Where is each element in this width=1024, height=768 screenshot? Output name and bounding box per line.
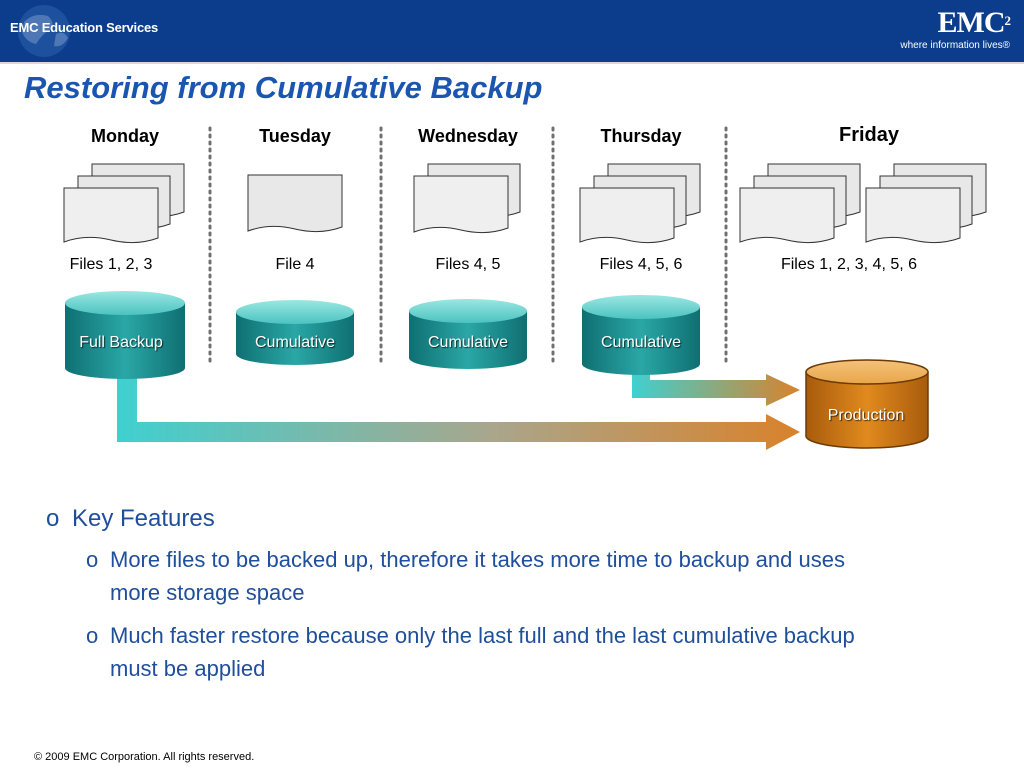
cylinder-full-backup <box>65 291 185 379</box>
production-label: Production <box>827 407 905 424</box>
education-services-text: EMC Education Services <box>10 20 159 35</box>
cylinder-cumulative-thursday <box>582 295 700 375</box>
key-features-list: o Key Features o More files to be backed… <box>46 505 926 685</box>
sub-bullet-text: More files to be backed up, therefore it… <box>110 547 845 605</box>
bullet-marker: o <box>46 505 60 532</box>
files-label-thursday: Files 4, 5, 6 <box>599 256 683 273</box>
document-stack-thursday <box>579 163 701 244</box>
day-separators <box>208 126 728 367</box>
document-stack-wednesday <box>413 163 521 234</box>
document-stack-friday-2 <box>865 163 987 244</box>
day-label-monday: Monday <box>90 126 160 146</box>
bullet-main: o Key Features <box>46 505 926 533</box>
cumulative-label-thursday: Cumulative <box>600 334 682 351</box>
restore-arrow-cumulative <box>632 368 800 406</box>
copyright-footer: © 2009 EMC Corporation. All rights reser… <box>34 751 255 763</box>
emc-logo: EMC2 where information lives® <box>900 6 1011 56</box>
emc-logo-mark: EMC2 <box>937 6 1011 39</box>
globe-icon <box>18 5 70 57</box>
sub-bullet-text: Much faster restore because only the las… <box>110 623 855 681</box>
bullet-main-text: Key Features <box>72 505 215 532</box>
day-label-friday: Friday <box>838 124 900 146</box>
education-services-logo: EMC Education Services <box>4 4 158 58</box>
files-label-monday: Files 1, 2, 3 <box>69 256 153 273</box>
cylinder-production <box>805 359 929 449</box>
restore-arrow-full <box>117 372 800 450</box>
full-backup-label: Full Backup <box>79 334 163 351</box>
cylinder-cumulative-tuesday <box>236 300 354 365</box>
day-label-tuesday: Tuesday <box>259 126 331 146</box>
files-label-tuesday: File 4 <box>275 256 315 273</box>
files-label-wednesday: Files 4, 5 <box>435 256 501 273</box>
files-label-friday: Files 1, 2, 3, 4, 5, 6 <box>780 256 918 273</box>
document-stack-friday-1 <box>739 163 861 244</box>
sub-bullet: o Much faster restore because only the l… <box>86 619 890 685</box>
day-label-thursday: Thursday <box>600 126 682 146</box>
emc-tagline: where information lives® <box>900 40 1010 51</box>
day-label-wednesday: Wednesday <box>418 126 518 146</box>
sub-bullet: o More files to be backed up, therefore … <box>86 543 890 609</box>
document-tuesday <box>247 174 343 233</box>
header-bar: EMC Education Services EMC2 where inform… <box>0 0 1024 64</box>
cumulative-label-tuesday: Cumulative <box>254 334 336 351</box>
bullet-marker: o <box>86 623 99 648</box>
cumulative-label-wednesday: Cumulative <box>427 334 509 351</box>
bullet-marker: o <box>86 547 99 572</box>
cylinder-cumulative-wednesday <box>409 299 527 369</box>
document-stack-monday <box>63 163 185 244</box>
slide-title: Restoring from Cumulative Backup <box>24 70 543 105</box>
